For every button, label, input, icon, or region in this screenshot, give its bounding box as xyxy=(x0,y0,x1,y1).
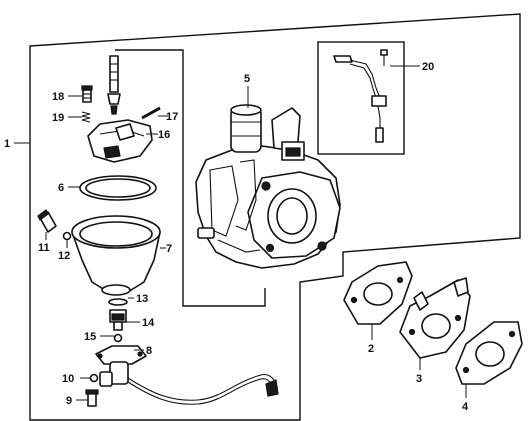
callout-4: 4 xyxy=(462,401,469,413)
callout-8: 8 xyxy=(146,345,152,357)
choke-rod xyxy=(333,49,388,143)
choke-rod-box xyxy=(317,41,405,155)
callout-7: 7 xyxy=(166,243,172,255)
drain-washer xyxy=(62,231,72,241)
callout-15: 15 xyxy=(84,331,96,343)
pilot-screw xyxy=(81,85,93,103)
callout-1: 1 xyxy=(4,138,10,150)
float-hinge-pin xyxy=(141,106,161,120)
float xyxy=(87,119,153,163)
callout-9: 9 xyxy=(66,395,72,407)
callout-11: 11 xyxy=(38,242,50,254)
callout-20: 20 xyxy=(422,61,434,73)
bowl-oring xyxy=(108,298,128,306)
float-bowl xyxy=(71,215,161,296)
float-pin xyxy=(107,55,121,115)
solenoid-screw xyxy=(85,389,99,407)
manifold-gasket xyxy=(455,321,523,385)
bolt-washer xyxy=(113,333,123,343)
bowl-gasket xyxy=(79,175,157,201)
assembly-frame xyxy=(29,13,521,421)
callout-6: 6 xyxy=(58,182,64,194)
callout-13: 13 xyxy=(136,293,148,305)
pilot-spring xyxy=(81,111,91,123)
fuel-solenoid xyxy=(95,345,279,405)
insulator-gasket xyxy=(343,261,413,325)
drain-screw xyxy=(37,209,57,233)
carburetor-body xyxy=(195,104,341,269)
bowl-bolt xyxy=(109,309,127,331)
subassembly-bracket xyxy=(115,49,266,307)
callout-12: 12 xyxy=(58,250,70,262)
callout-3: 3 xyxy=(416,373,422,385)
solenoid-washer xyxy=(89,373,99,383)
callout-10: 10 xyxy=(62,373,74,385)
callout-5: 5 xyxy=(244,73,250,85)
callout-19: 19 xyxy=(52,112,64,124)
callout-18: 18 xyxy=(52,91,64,103)
callout-16: 16 xyxy=(158,129,170,141)
insulator-plate xyxy=(399,277,471,359)
callout-2: 2 xyxy=(368,343,374,355)
callout-17: 17 xyxy=(166,111,178,123)
callout-14: 14 xyxy=(142,317,155,329)
